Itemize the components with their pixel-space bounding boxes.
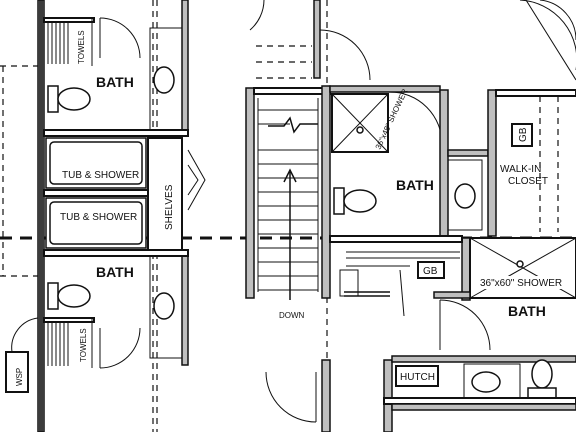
bath-label-bottom-left: BATH (96, 264, 134, 280)
gb-top-box (511, 123, 533, 147)
towel-closet-top-shelf (43, 17, 95, 23)
toilet-top-left (47, 85, 91, 113)
towel-closet-top-hatch (47, 22, 69, 64)
door-swing-bottom-left-bath (99, 327, 141, 369)
toilet-bottom-left (47, 282, 91, 310)
bath-label-top-left: BATH (96, 74, 134, 90)
door-swing-closet-top (519, 0, 576, 70)
walk-in-closet-label-1: WALK-IN (500, 164, 541, 175)
shelves-label: SHELVES (164, 184, 175, 230)
door-swing-hall-top (319, 29, 371, 81)
wall-above-tub-1 (43, 129, 189, 137)
stair-break-line (268, 116, 318, 134)
stair-wall-top (253, 87, 331, 95)
tub-2-basin (49, 201, 143, 245)
vanity-top-left (149, 27, 183, 131)
stair-wall-right (321, 85, 331, 299)
shower-36x48-diag-2 (331, 93, 389, 153)
sink-center (454, 183, 476, 209)
bifold-door-shelves-inner (187, 164, 199, 196)
towel-closet-bottom-hatch (47, 322, 69, 366)
door-jamb-lower (399, 269, 405, 317)
towels-label-bottom: TOWELS (79, 328, 88, 362)
door-swing-wsp (11, 317, 39, 353)
sink-top-left (153, 66, 175, 94)
closet-wall-left (487, 89, 497, 237)
gb-mid-box (417, 261, 445, 279)
door-swing-lower-bath (439, 299, 491, 351)
stair-direction-arrow (283, 168, 297, 183)
door-swing-closet-top-2 (539, 0, 576, 40)
vanity-bottom-left (149, 255, 183, 359)
tub-shower-label-1: TUB & SHOWER (62, 170, 139, 181)
bath-label-bottom-right: BATH (508, 303, 546, 319)
wall-between-tubs (43, 189, 149, 197)
hall-wall-bottom-right (321, 359, 331, 432)
toilet-bottom-right (527, 359, 557, 399)
hutch-wall-left (383, 359, 393, 432)
shower-36x60-label-bg (478, 276, 564, 289)
bath-label-center: BATH (396, 177, 434, 193)
sink-bottom-left (153, 292, 175, 320)
stair-wall-left (245, 87, 255, 299)
towel-closet-bottom-shelf (43, 317, 95, 323)
hutch (395, 365, 439, 387)
tub-1-basin (49, 141, 143, 185)
left-bath-wall-right-top (181, 0, 189, 131)
closet-wall-bottom (447, 149, 489, 157)
door-swing-hall-top-left (249, 0, 265, 31)
door-swing-hall-bottom (265, 371, 317, 423)
tub-shower-label-2: TUB & SHOWER (60, 212, 137, 223)
lower-bath-floor-line (383, 397, 576, 405)
bifold-door-shelves (187, 149, 206, 211)
hall-wall-top-right (313, 0, 321, 79)
toilet-center (333, 187, 377, 215)
left-exterior-wall-core (39, 0, 43, 432)
lower-bath-floor-line-2 (391, 403, 576, 411)
closet-line-top (525, 0, 576, 81)
closet-wall-top (495, 89, 576, 97)
wall-below-tub-2 (43, 249, 189, 257)
walk-in-closet-label-2: CLOSET (508, 176, 548, 187)
center-lower-wall (329, 235, 463, 243)
door-swing-top-left-bath (99, 17, 141, 59)
shower-36x60-drain (516, 260, 524, 268)
left-bath-wall-right-bottom (181, 254, 189, 366)
shower-36x48-drain (356, 126, 364, 134)
gb-label-top: GB (518, 127, 529, 142)
wsp-box (5, 351, 29, 393)
sink-bottom-right (471, 371, 501, 393)
towels-label-top: TOWELS (77, 30, 86, 64)
lower-bath-wall-bottom (391, 355, 576, 363)
hutch-label: HUTCH (400, 372, 435, 383)
wsp-label: WSP (15, 368, 24, 386)
down-label: DOWN (279, 311, 305, 320)
stair-treads (258, 109, 318, 291)
lower-bath-wall-left (461, 237, 471, 301)
gb-label-mid: GB (423, 266, 438, 277)
shower-36x60-label: 36"x60" SHOWER (480, 278, 562, 289)
lower-bath-wall-stub (433, 291, 471, 299)
center-bath-wall-right (439, 89, 449, 237)
shelves-unit (147, 137, 183, 251)
center-bath-wall-top (329, 85, 441, 93)
